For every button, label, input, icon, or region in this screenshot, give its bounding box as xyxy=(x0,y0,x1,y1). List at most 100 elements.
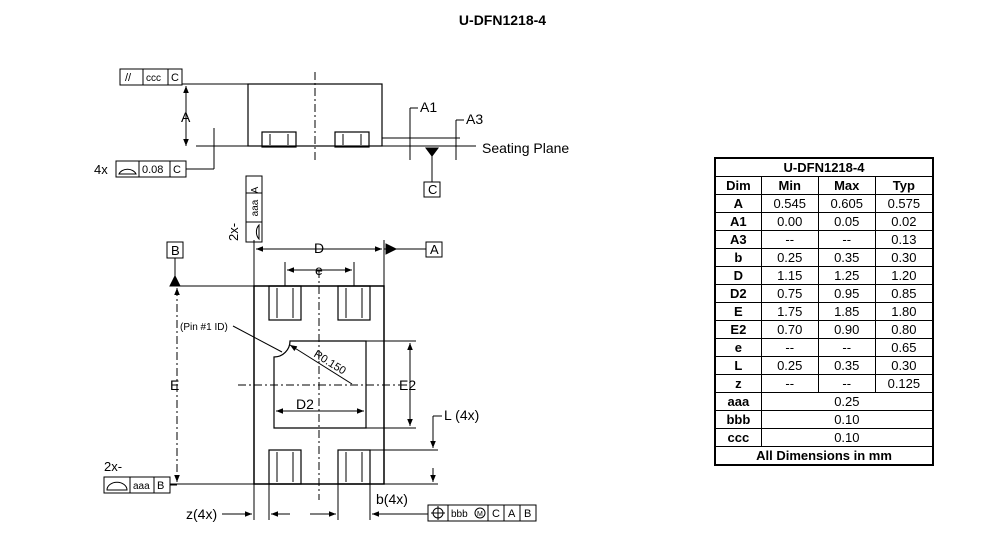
table-cell-typ: 0.80 xyxy=(874,320,934,339)
table-cell-min: 0.70 xyxy=(760,320,819,339)
datum-a-box xyxy=(425,241,443,258)
table-cell-typ: 0.30 xyxy=(874,356,934,375)
table-cell-max: -- xyxy=(817,338,876,357)
table-cell-typ: 0.13 xyxy=(874,230,934,249)
table-cell-dim: e xyxy=(714,338,762,357)
table-cell-min: 0.545 xyxy=(760,194,819,213)
table-cell-min: 0.75 xyxy=(760,284,819,303)
table-cell-max: 1.85 xyxy=(817,302,876,321)
aaa-frame-vertical xyxy=(245,175,263,252)
table-cell-max: 0.605 xyxy=(817,194,876,213)
ccc-frame-value: ccc xyxy=(146,73,161,84)
aaa-vertical-datum: A xyxy=(250,186,261,193)
aaa-vertical-value: aaa xyxy=(250,199,261,216)
table-header-max: Max xyxy=(817,176,876,195)
table-cell-dim: z xyxy=(714,374,762,393)
table-title: U-DFN1218-4 xyxy=(714,157,934,177)
datum-c-marker xyxy=(425,147,439,157)
aaa-bottom-prefix: 2x- xyxy=(104,459,122,474)
datum-a-label: A xyxy=(430,242,439,257)
table-cell-dim: A1 xyxy=(714,212,762,231)
table-cell-dim: ccc xyxy=(714,428,762,447)
ccc-frame-datum: C xyxy=(171,72,179,84)
page-title: U-DFN1218-4 xyxy=(458,12,547,28)
bbb-frame-datum-b: B xyxy=(524,508,531,520)
flatness-prefix: 4x xyxy=(94,162,108,177)
table-cell-min: 0.25 xyxy=(760,248,819,267)
label-dim-d2: D2 xyxy=(296,396,314,412)
table-cell-max: -- xyxy=(817,374,876,393)
side-pad-left xyxy=(261,131,297,148)
table-cell-min: -- xyxy=(760,338,819,357)
label-dim-e2: E2 xyxy=(399,377,416,393)
table-row: A3----0.13 xyxy=(714,230,934,249)
table-header-min: Min xyxy=(760,176,819,195)
table-cell-max: 0.35 xyxy=(817,248,876,267)
table-cell-dim: aaa xyxy=(714,392,762,411)
table-cell-value: 0.25 xyxy=(760,392,934,411)
table-cell-max: -- xyxy=(817,230,876,249)
table-cell-typ: 0.85 xyxy=(874,284,934,303)
label-dim-b: b(4x) xyxy=(376,491,408,507)
table-header-dim: Dim xyxy=(714,176,762,195)
datum-b-label: B xyxy=(171,243,180,258)
table-cell-dim: E xyxy=(714,302,762,321)
package-drawing: // ccc C 4x 0.08 C A A1 A3 Seating Plane… xyxy=(94,68,569,522)
side-pad-right xyxy=(334,131,370,148)
table-cell-dim: E2 xyxy=(714,320,762,339)
label-dim-pitch: e xyxy=(315,262,323,278)
pad-1 xyxy=(268,285,302,321)
flatness-frame xyxy=(115,160,187,178)
seating-plane-label: Seating Plane xyxy=(482,140,569,156)
table-cell-min: -- xyxy=(760,374,819,393)
table-cell-typ: 0.125 xyxy=(874,374,934,393)
label-dim-a: A xyxy=(181,109,191,125)
exposed-pad xyxy=(273,340,367,429)
label-dim-l: L (4x) xyxy=(444,407,479,423)
table-cell-typ: 1.20 xyxy=(874,266,934,285)
table-cell-dim: D xyxy=(714,266,762,285)
ccc-frame xyxy=(119,68,183,86)
table-header-typ: Typ xyxy=(874,176,934,195)
table-row: z----0.125 xyxy=(714,374,934,393)
pad-3 xyxy=(268,449,302,485)
label-dim-d: D xyxy=(314,240,324,256)
aaa-frame-bottom xyxy=(103,476,177,494)
bbb-frame-datum-c: C xyxy=(492,508,500,520)
table-header-row: Dim Min Max Typ xyxy=(714,176,934,195)
table-cell-min: 0.25 xyxy=(760,356,819,375)
table-cell-dim: A xyxy=(714,194,762,213)
bbb-frame-value: bbb xyxy=(451,509,468,520)
bottom-view xyxy=(232,270,400,500)
bbb-frame xyxy=(427,504,537,522)
aaa-vertical-prefix: 2x- xyxy=(226,223,241,241)
radius-label: R0.150 xyxy=(311,348,347,377)
table-cell-dim: b xyxy=(714,248,762,267)
label-dim-z: z(4x) xyxy=(186,506,217,522)
bbb-frame-datum-a: A xyxy=(508,508,516,520)
pin1-id-label: (Pin #1 ID) xyxy=(180,322,228,333)
table-cell-min: 0.00 xyxy=(760,212,819,231)
table-cell-typ: 1.80 xyxy=(874,302,934,321)
pad-4 xyxy=(337,449,371,485)
ccc-frame-symbol: // xyxy=(125,72,132,84)
table-cell-max: 0.05 xyxy=(817,212,876,231)
table-cell-max: 0.90 xyxy=(817,320,876,339)
table-cell-dim: A3 xyxy=(714,230,762,249)
table-row: e----0.65 xyxy=(714,338,934,357)
label-dim-a1: A1 xyxy=(420,99,437,115)
table-cell-typ: 0.02 xyxy=(874,212,934,231)
table-cell-dim: bbb xyxy=(714,410,762,429)
table-cell-max: 1.25 xyxy=(817,266,876,285)
